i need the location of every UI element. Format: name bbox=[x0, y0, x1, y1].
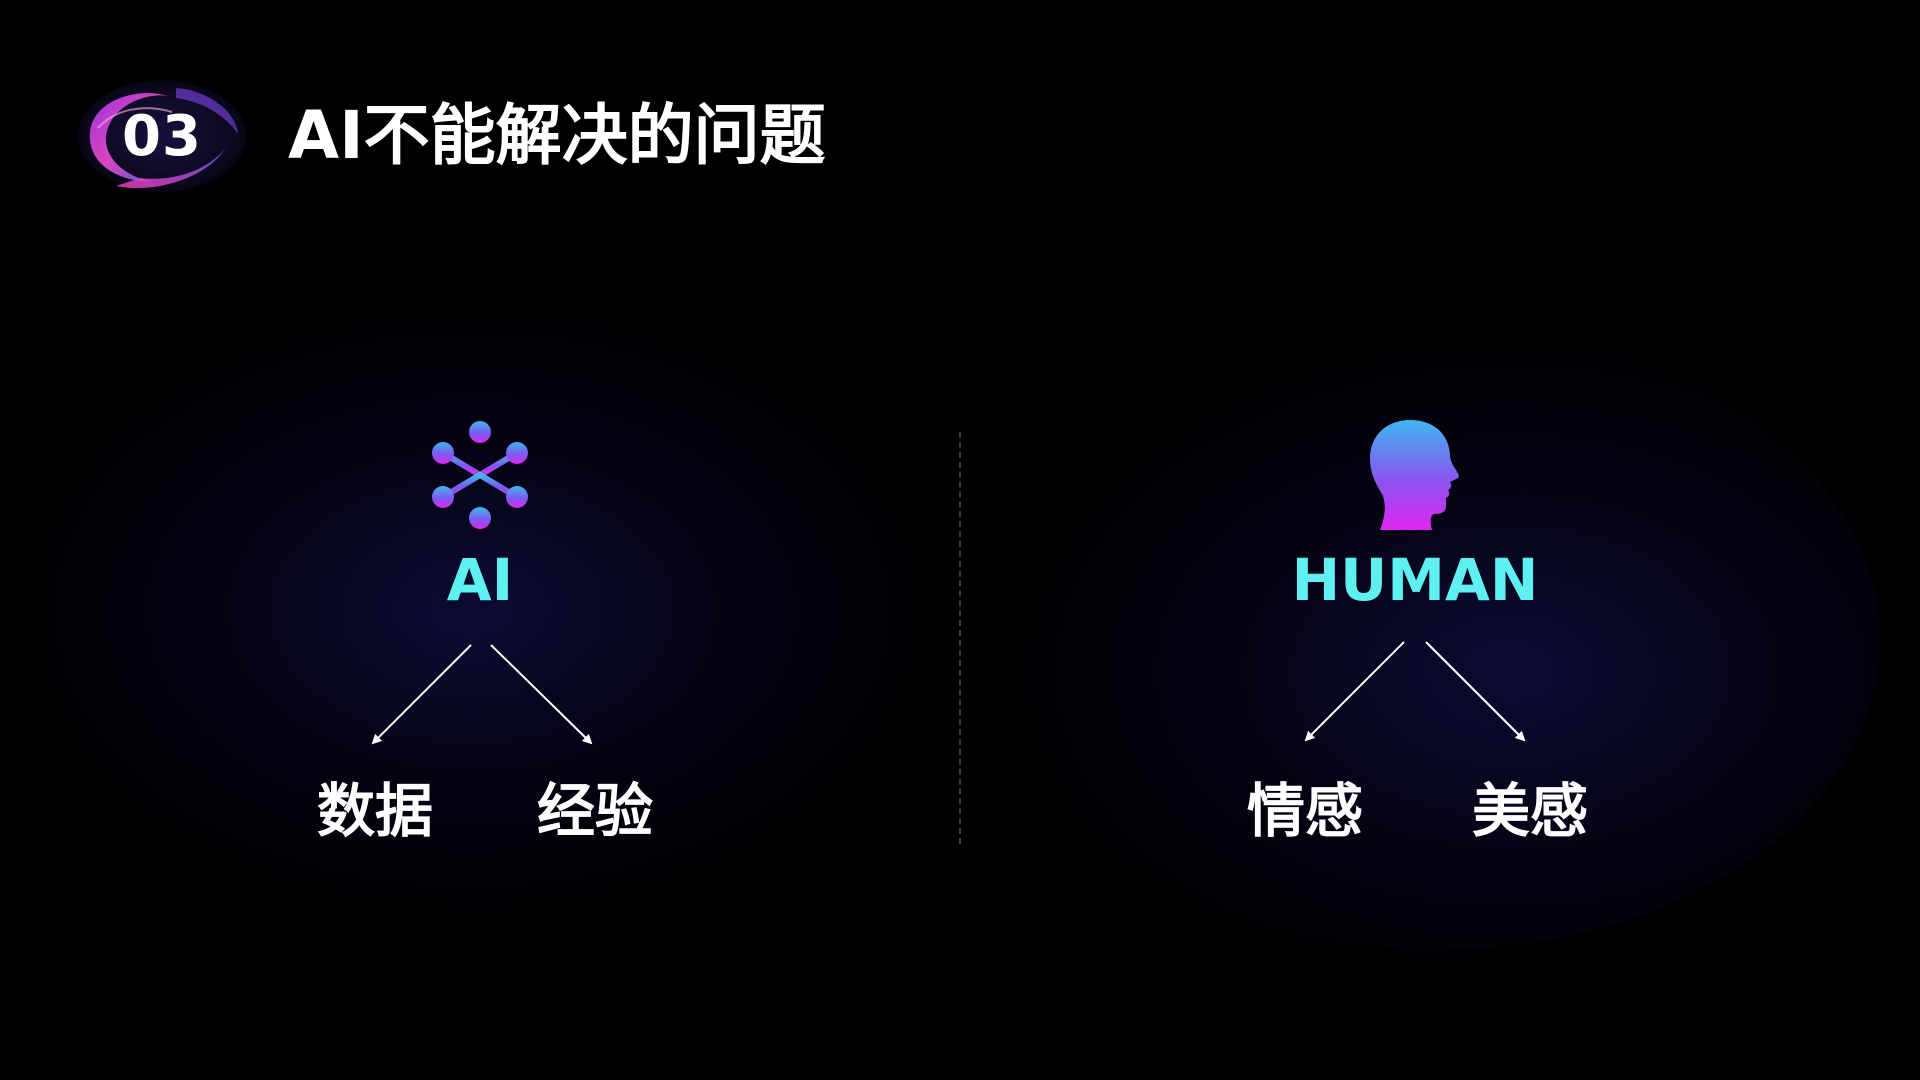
ai-label: AI bbox=[446, 546, 514, 614]
section-number: 03 bbox=[122, 103, 202, 169]
arrow-human-left bbox=[1304, 641, 1405, 742]
network-node-icon bbox=[432, 421, 528, 529]
swirl-badge-icon bbox=[78, 80, 246, 192]
arrow-human-right bbox=[1425, 641, 1526, 742]
human-item-emotion: 情感 bbox=[1246, 777, 1363, 845]
ai-item-experience: 经验 bbox=[536, 777, 653, 845]
human-item-aesthetics: 美感 bbox=[1471, 777, 1588, 845]
section-number-badge: 03 bbox=[76, 78, 248, 194]
ai-item-data: 数据 bbox=[316, 777, 433, 845]
arrow-ai-left bbox=[371, 644, 472, 745]
center-divider bbox=[959, 432, 961, 844]
page-title: AI不能解决的问题 bbox=[288, 97, 826, 174]
human-label: HUMAN bbox=[1291, 546, 1539, 614]
arrow-ai-right bbox=[490, 644, 593, 745]
human-head-icon bbox=[1370, 420, 1459, 530]
